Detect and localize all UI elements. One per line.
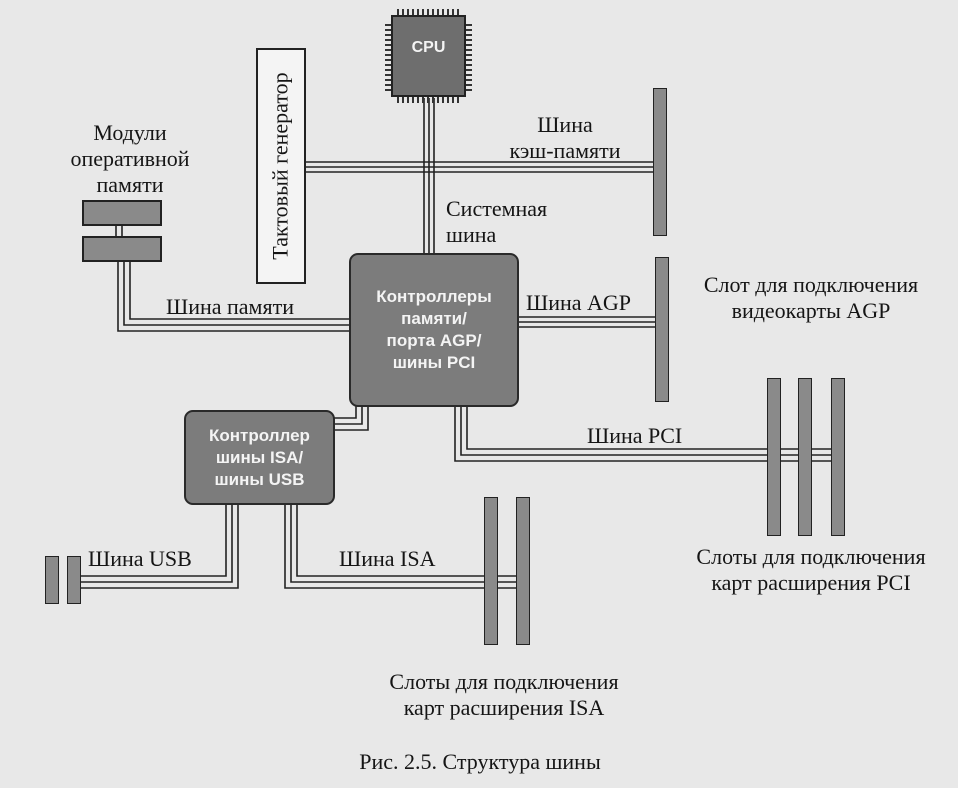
isa-slot-2 xyxy=(516,497,530,645)
pci-bus-label: Шина PCI xyxy=(587,423,683,448)
cpu-pins-bottom xyxy=(397,97,460,103)
usb-port-2 xyxy=(67,556,81,604)
ram-module-2 xyxy=(82,236,162,262)
cpu-pins-top xyxy=(397,9,460,15)
north-bridge-chip: Контроллеры памяти/ порта AGP/ шины PCI xyxy=(349,253,519,407)
cache-memory-slot xyxy=(653,88,667,236)
isa-bus-label: Шина ISA xyxy=(339,546,436,571)
system-bus-wire xyxy=(423,98,435,254)
usb-port-1 xyxy=(45,556,59,604)
agp-slot xyxy=(655,257,669,402)
agp-bus-label: Шина AGP xyxy=(526,290,632,315)
cpu-label: CPU xyxy=(411,39,446,56)
memory-bus-label: Шина памяти xyxy=(166,294,294,319)
pci-slot-1 xyxy=(767,378,781,536)
ram-label: Модули оперативной памяти xyxy=(70,120,190,197)
cpu-chip: CPU xyxy=(391,15,466,97)
south-bridge-chip: Контроллер шины ISA/ шины USB xyxy=(184,410,335,505)
pci-slots-label: Слоты для подключения карт расширения PC… xyxy=(696,544,926,595)
agp-bus-wire xyxy=(518,316,655,328)
ram-module-1 xyxy=(82,200,162,226)
isa-slots-label: Слоты для подключения карт расширения IS… xyxy=(389,669,619,720)
figure-caption: Рис. 2.5. Структура шины xyxy=(359,749,601,774)
isa-slot-1 xyxy=(484,497,498,645)
usb-bus-wire xyxy=(75,504,239,589)
agp-slot-label: Слот для подключения видеокарты AGP xyxy=(703,272,919,323)
north-bridge-label: Контроллеры памяти/ порта AGP/ шины PCI xyxy=(376,287,492,372)
usb-bus-label: Шина USB xyxy=(88,546,192,571)
pci-slot-2 xyxy=(798,378,812,536)
system-bus-label: Системная шина xyxy=(446,196,548,247)
north-south-link xyxy=(334,406,369,431)
isa-bus-wire xyxy=(284,504,530,589)
memory-bus-wire xyxy=(117,258,350,332)
cpu-pins-right xyxy=(466,21,472,91)
south-bridge-label: Контроллер шины ISA/ шины USB xyxy=(209,425,310,489)
pci-bus-wire xyxy=(454,406,838,462)
cpu-pins-left xyxy=(385,21,391,91)
cache-bus-wire xyxy=(306,161,653,173)
clock-generator-label: Тактовый генератор xyxy=(268,72,294,260)
clock-generator: Тактовый генератор xyxy=(256,48,306,284)
pci-slot-3 xyxy=(831,378,845,536)
cache-bus-label: Шина кэш-памяти xyxy=(509,112,621,163)
